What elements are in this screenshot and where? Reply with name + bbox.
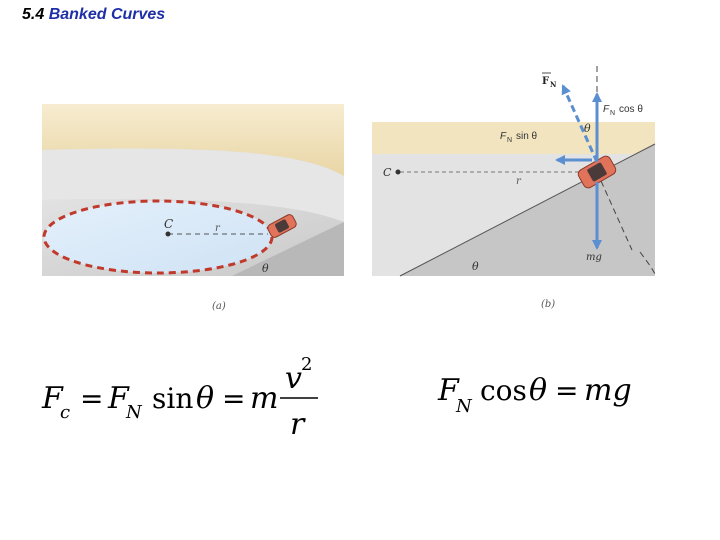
slide-title: 5.4 Banked Curves	[22, 6, 165, 24]
center-label-b: C	[383, 166, 392, 179]
fn-sin-label: F N sin θ	[500, 131, 538, 144]
fn-cos-label: F N cos θ	[603, 104, 643, 117]
equation-vertical: F N cos θ = mg	[437, 373, 632, 417]
caption-a: (a)	[212, 301, 226, 312]
eq1-fn-letter: F	[107, 381, 130, 416]
eq2-theta: θ	[529, 373, 547, 408]
radius-label-a: r	[215, 223, 221, 234]
figure-a: C r θ (a)	[42, 104, 344, 312]
eq1-exponent: 2	[301, 354, 312, 375]
banked-wall-top	[42, 104, 344, 176]
center-dot-a	[165, 231, 171, 237]
eq2-fn-subscript: N	[455, 396, 473, 417]
title-text: Banked Curves	[48, 6, 166, 23]
eq1-fc-letter: F	[41, 381, 64, 416]
normal-force-arrow	[561, 84, 599, 163]
fn-cos-text: cos θ	[619, 104, 643, 115]
eq1-m: m	[250, 381, 278, 416]
title-number: 5.4	[22, 6, 45, 23]
center-dot-b	[395, 169, 401, 175]
eq2-cos: cos	[480, 374, 527, 407]
fn-cos-subscript: N	[610, 110, 615, 117]
eq1-fn-subscript: N	[125, 402, 143, 423]
car-b	[577, 155, 617, 189]
weight-label: mg	[586, 252, 602, 263]
eq1-sin: sin	[152, 382, 193, 415]
eq2-equals: =	[555, 374, 578, 407]
eq2-fn-letter: F	[437, 373, 460, 408]
eq1-numerator-v: v	[285, 361, 302, 396]
banked-road-surface	[42, 148, 344, 222]
eq1-equals-1: =	[80, 382, 103, 415]
bank-slope-side	[232, 222, 344, 276]
fn-sin-text: sin θ	[516, 131, 538, 142]
perpendicular-reference-tail	[639, 251, 656, 275]
equation-centripetal: F c = F N sin θ = m v 2 r	[41, 354, 318, 442]
eq1-theta: θ	[196, 381, 214, 416]
perpendicular-reference-line	[596, 171, 633, 251]
car-a	[267, 214, 297, 238]
caption-b: (b)	[541, 299, 555, 310]
figure-b: C r θ F N F N cos θ F N sin θ θ mg	[372, 66, 656, 310]
fn-sin-subscript: N	[507, 137, 512, 144]
radius-label-b: r	[516, 176, 522, 187]
fn-vector-label: F N	[542, 72, 557, 89]
fn-vec-subscript: N	[550, 80, 557, 89]
fn-cos-letter: F	[603, 104, 610, 115]
angle-label-b: θ	[472, 260, 479, 273]
fn-vec-letter: F	[542, 76, 549, 87]
eq1-fc-subscript: c	[60, 402, 70, 423]
angle-label-a: θ	[262, 262, 269, 275]
wall-b	[372, 122, 655, 154]
eq1-equals-2: =	[222, 382, 245, 415]
angle-label-b-top: θ	[584, 122, 591, 135]
eq2-mg: mg	[584, 373, 632, 408]
circular-path-area	[44, 201, 272, 273]
fn-sin-letter: F	[500, 131, 507, 142]
center-label-a: C	[164, 217, 173, 231]
eq1-denominator-r: r	[290, 407, 306, 442]
